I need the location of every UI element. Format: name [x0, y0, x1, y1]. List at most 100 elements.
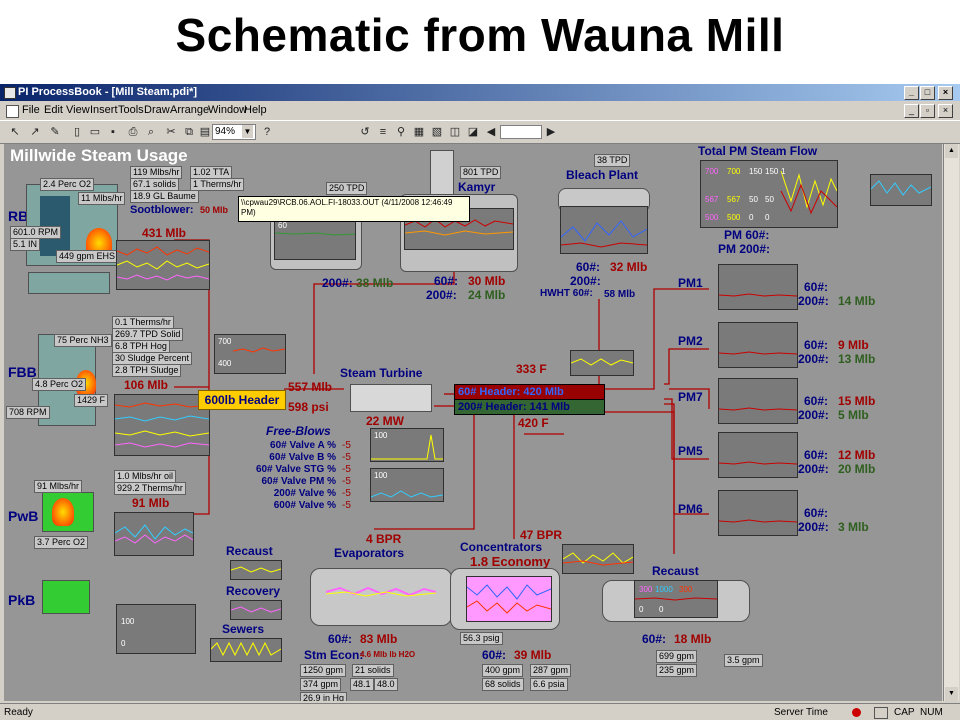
rb-total[interactable]: 431 Mlb: [142, 226, 187, 240]
group-icon[interactable]: ▦: [413, 126, 425, 138]
menu-help[interactable]: Help: [244, 104, 267, 116]
preview-icon[interactable]: ⌕: [147, 126, 155, 138]
pwb-o2[interactable]: 3.7 Perc O2: [34, 536, 89, 549]
time-slider[interactable]: [500, 125, 542, 139]
recovery-trend[interactable]: [230, 600, 282, 620]
front-icon[interactable]: ◫: [449, 126, 461, 138]
menu-tools[interactable]: Tools: [118, 104, 144, 116]
conc-gpm2[interactable]: 287 gpm: [530, 664, 572, 677]
pm-200-value[interactable]: 20 Mlb: [838, 462, 876, 476]
recaust-gpm1[interactable]: 699 gpm: [656, 650, 698, 663]
scroll-down-icon[interactable]: ▼: [945, 687, 958, 701]
conc-solids[interactable]: 68 solids: [482, 678, 524, 691]
header-mini-trend[interactable]: [570, 350, 634, 376]
evap-econ-value[interactable]: 4.6 Mlb lb H2O: [360, 650, 416, 659]
pm-200-value[interactable]: 3 Mlb: [838, 520, 869, 534]
pm-60-value[interactable]: 12 Mlb: [838, 448, 876, 462]
pwb-total[interactable]: 91 Mlb: [132, 496, 170, 510]
header600-flow[interactable]: 557 Mlb: [288, 380, 333, 394]
rb-in[interactable]: 5.1 IN: [10, 238, 41, 251]
rb-therms[interactable]: 1 Therms/hr: [190, 178, 245, 191]
header600-psi[interactable]: 598 psi: [288, 400, 329, 414]
mini-trend[interactable]: [870, 174, 932, 206]
fbb-total[interactable]: 106 Mlb: [124, 378, 169, 392]
pkb-trend[interactable]: 100 0: [116, 604, 196, 654]
bleach-60-value[interactable]: 32 Mlb: [610, 260, 648, 274]
doc-minimize-icon[interactable]: _: [904, 104, 919, 118]
pm-trend[interactable]: [718, 432, 798, 478]
scroll-up-icon[interactable]: ▲: [945, 144, 958, 158]
rb-o2[interactable]: 2.4 Perc O2: [40, 178, 95, 191]
bleach-hwht-value[interactable]: 58 Mlb: [604, 289, 636, 300]
step-back-icon[interactable]: ◀: [486, 126, 496, 138]
menu-draw[interactable]: Draw: [144, 104, 170, 116]
recaust-small-trend[interactable]: [230, 560, 282, 580]
align-icon[interactable]: ≡: [379, 126, 387, 138]
menu-file[interactable]: File: [22, 104, 40, 116]
help-icon[interactable]: ?: [263, 126, 271, 138]
evap-480[interactable]: 48.0: [374, 678, 398, 691]
evap-gpm1[interactable]: 1250 gpm: [300, 664, 347, 677]
rb-gpm[interactable]: 449 gpm EHS: [56, 250, 119, 263]
conc-trend[interactable]: [466, 576, 552, 622]
pm-200-value[interactable]: 13 Mlb: [838, 352, 876, 366]
vertical-scrollbar[interactable]: ▲ ▼: [943, 144, 959, 701]
header600-label[interactable]: 600lb Header: [198, 390, 286, 410]
new-icon[interactable]: ▯: [73, 126, 81, 138]
link-icon[interactable]: ⚲: [396, 126, 406, 138]
evap-gpm2[interactable]: 374 gpm: [300, 678, 342, 691]
header-temp[interactable]: 420 F: [518, 416, 549, 430]
fbb-trend[interactable]: [114, 394, 210, 456]
pm-trend[interactable]: [718, 490, 798, 536]
close-icon[interactable]: ×: [938, 86, 953, 100]
paste-icon[interactable]: ▤: [199, 126, 211, 138]
evap-60-value[interactable]: 83 Mlb: [360, 632, 398, 646]
digester-200-value[interactable]: 38 Mlb: [356, 276, 394, 290]
evap-inhg[interactable]: 26.9 in Hg: [300, 692, 348, 701]
menu-edit[interactable]: Edit: [44, 104, 63, 116]
pm-trend[interactable]: [718, 322, 798, 368]
recaust-trend[interactable]: 300 1000 300 0 0: [634, 580, 718, 618]
sewers-trend[interactable]: [210, 638, 282, 662]
print-icon[interactable]: ⎙: [128, 126, 138, 138]
turbine-mw[interactable]: 22 MW: [366, 414, 405, 428]
back-icon[interactable]: ◪: [467, 126, 479, 138]
menu-view[interactable]: View: [66, 104, 90, 116]
pm-60-value[interactable]: 9 Mlb: [838, 338, 869, 352]
freeblow-value[interactable]: -5: [342, 476, 351, 487]
copy-icon[interactable]: ⧉: [185, 126, 193, 138]
maximize-icon[interactable]: □: [920, 86, 935, 100]
step-forward-icon[interactable]: ▶: [546, 126, 556, 138]
conc-economy[interactable]: 1.8 Economy: [470, 554, 551, 569]
freeblow-value[interactable]: -5: [342, 452, 351, 463]
conc-psia[interactable]: 6.6 psia: [530, 678, 568, 691]
digester-tpd[interactable]: 250 TPD: [326, 182, 368, 195]
doc-close-icon[interactable]: ×: [938, 104, 953, 118]
freeblow-value[interactable]: -5: [342, 500, 351, 511]
conc-side-trend[interactable]: [562, 544, 634, 574]
conc-bpr[interactable]: 47 BPR: [520, 528, 563, 542]
fbb-o2[interactable]: 4.8 Perc O2: [32, 378, 87, 391]
run-icon[interactable]: ↗: [30, 126, 40, 138]
freeblow-value[interactable]: -5: [342, 440, 351, 451]
cut-icon[interactable]: ✂: [166, 126, 176, 138]
recaust-gpm3[interactable]: 3.5 gpm: [724, 654, 763, 667]
evap-trend[interactable]: [325, 584, 437, 600]
save-icon[interactable]: ▪: [111, 126, 115, 138]
kamyr-60-value[interactable]: 30 Mlb: [468, 274, 506, 288]
chevron-down-icon[interactable]: ▼: [242, 125, 253, 138]
freeblow-value[interactable]: -5: [342, 488, 351, 499]
header60-label[interactable]: 60# Header: 420 Mlb: [454, 384, 605, 400]
pm-60-value[interactable]: 15 Mlb: [838, 394, 876, 408]
menu-window[interactable]: Window: [208, 104, 248, 116]
pwb-trend[interactable]: [114, 512, 194, 556]
sootblower-value[interactable]: 50 Mlb: [200, 205, 229, 215]
rb-baume[interactable]: 18.9 GL Baume: [130, 190, 199, 203]
freeblows-trend-1[interactable]: 100: [370, 428, 444, 462]
freeblows-trend-2[interactable]: 100: [370, 468, 444, 502]
fbb-nh3[interactable]: 75 Perc NH3: [54, 334, 112, 347]
total-pm-trend[interactable]: 700 700 150 150 1 567 567 50 50 500 500 …: [700, 160, 838, 228]
doc-restore-icon[interactable]: ▫: [920, 104, 935, 118]
fbb-sludge[interactable]: 2.8 TPH Sludge: [112, 364, 182, 377]
recaust-60-value[interactable]: 18 Mlb: [674, 632, 712, 646]
